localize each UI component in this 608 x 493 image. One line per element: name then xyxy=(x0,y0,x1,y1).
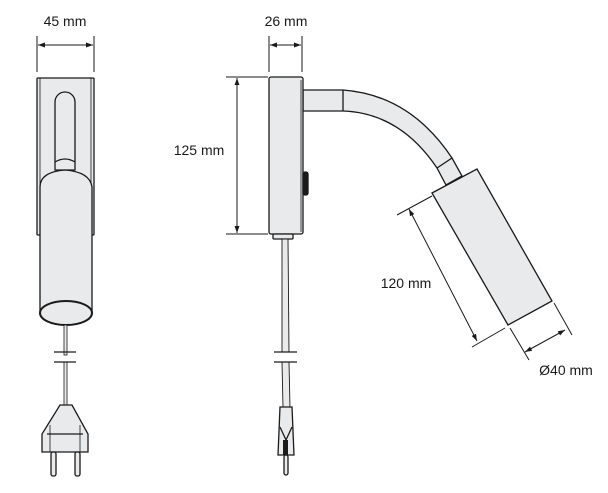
front-width-dimension xyxy=(36,36,95,72)
head-length-label: 120 mm xyxy=(381,275,432,291)
front-plug xyxy=(41,404,89,477)
head-length-dimension xyxy=(396,195,506,348)
side-view xyxy=(268,76,553,476)
head-diameter-dimension xyxy=(509,302,573,361)
front-lamp-lens xyxy=(39,300,93,326)
side-height-label: 125 mm xyxy=(174,142,225,158)
front-lamp-head xyxy=(39,169,93,314)
side-switch xyxy=(302,171,309,196)
side-plug xyxy=(277,406,295,476)
side-depth-label: 26 mm xyxy=(265,13,308,29)
front-arm xyxy=(54,91,76,171)
side-cord xyxy=(281,238,290,353)
front-view xyxy=(36,77,95,477)
side-lamp-head xyxy=(431,168,553,326)
side-depth-dimension xyxy=(268,36,303,72)
side-height-dimension xyxy=(226,76,268,235)
side-wall-plate xyxy=(268,76,304,235)
head-diameter-label: Ø40 mm xyxy=(539,362,593,378)
side-flexible-arm xyxy=(302,89,463,186)
front-width-label: 45 mm xyxy=(44,13,87,29)
front-cord xyxy=(63,324,68,356)
